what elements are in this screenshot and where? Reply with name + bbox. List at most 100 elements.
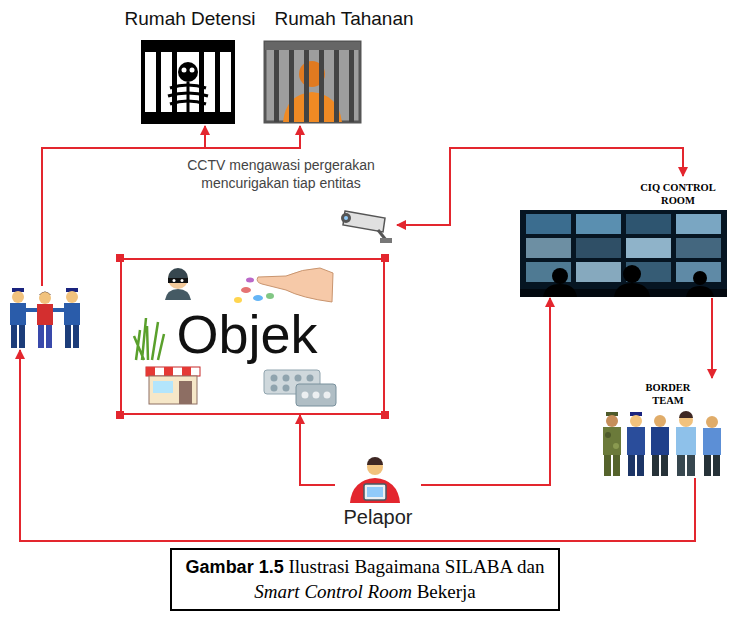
reporter-icon [350, 457, 400, 503]
flow-arrow [300, 415, 335, 485]
thief-icon [165, 289, 191, 300]
shop-icon [182, 367, 191, 376]
caption-part: Smart [254, 581, 299, 602]
shop-icon [153, 381, 173, 393]
prison-jail-icon [289, 50, 294, 122]
border-team-picture [628, 455, 635, 476]
detention-jail-icon [199, 52, 204, 112]
prison-jail-icon [319, 50, 324, 122]
hand-with-pills [266, 293, 274, 299]
border-team-picture [630, 415, 642, 427]
hand-with-pills [257, 268, 333, 302]
cctv-camera-icon [341, 213, 351, 223]
control-room-picture [693, 271, 707, 285]
control-room-picture [626, 214, 671, 234]
prison-jail-icon [304, 50, 309, 122]
detention-jail-icon [143, 42, 233, 122]
flow-arrow [397, 148, 683, 225]
border-team-node: BORDER TEAM [598, 378, 728, 478]
pill-blister-packs [271, 385, 278, 392]
control-room-picture [623, 265, 641, 283]
police-arrest-icon [11, 325, 17, 348]
node-label: Rumah Detensi [120, 8, 260, 31]
control-room-picture [520, 210, 727, 297]
border-team-picture [704, 455, 711, 476]
detention-jail-icon [172, 52, 177, 112]
police-arrest-icon [10, 303, 26, 325]
hand-with-pills [234, 297, 242, 303]
pill-blister-packs [283, 375, 290, 382]
caption-part [350, 556, 355, 577]
control-room-picture [526, 214, 571, 234]
hand-with-pills [253, 295, 263, 301]
cctv-node: CCTV mengawasi pergerakan mencurigakan t… [165, 155, 397, 247]
border-team-picture [687, 455, 695, 476]
thief-icon [173, 279, 176, 282]
pill-blister-packs [295, 375, 302, 382]
caption-part: Bagaimana [354, 556, 439, 577]
pill-blister-packs [313, 392, 320, 399]
shop-icon [149, 376, 197, 404]
reporter-icon [350, 478, 400, 503]
flow-arrow [421, 298, 550, 485]
police-node [4, 286, 86, 350]
police-arrest-icon [10, 288, 80, 348]
detention-jail-icon [143, 42, 233, 122]
jail-node: Rumah Detensi [118, 4, 262, 126]
node-label: Objek [147, 306, 347, 363]
caption-part [284, 556, 289, 577]
prison-jail-icon [349, 50, 354, 122]
grass-icon [134, 318, 164, 360]
control-room-picture [686, 286, 714, 297]
border-team-picture [654, 415, 666, 427]
border-team-picture [677, 455, 685, 476]
jail-node: Rumah Tahanan [266, 4, 422, 126]
police-arrest-icon [39, 292, 51, 304]
pill-blister-packs [296, 384, 336, 406]
caption-part: 1.5 [259, 557, 284, 577]
prison-jail-icon [265, 42, 360, 50]
node-label: Pelapor [339, 505, 417, 529]
detention-jail-icon [182, 68, 187, 73]
border-team-picture [613, 455, 620, 476]
border-team-picture [651, 427, 669, 455]
border-team-picture [604, 455, 611, 476]
caption-part [300, 581, 305, 602]
box-corner-handle [116, 254, 389, 419]
shop-icon [146, 367, 200, 376]
control-room-picture [676, 214, 721, 234]
flow-arrow [42, 126, 205, 286]
control-room-picture [576, 238, 621, 258]
detention-jail-icon [215, 52, 220, 112]
police-arrest-icon [66, 291, 78, 303]
node-label: CIQ CONTROL ROOM [633, 182, 723, 207]
control-room-picture [614, 283, 650, 297]
border-team-picture [652, 455, 659, 476]
detention-jail-icon [178, 62, 198, 82]
border-team-picture [676, 427, 696, 455]
caption-part: Control [304, 581, 362, 602]
cctv-camera-icon [344, 216, 348, 220]
connector-group [20, 126, 712, 541]
control-room-picture [626, 238, 671, 258]
border-team-picture [713, 455, 720, 476]
police-arrest-icon [53, 308, 64, 312]
node-label: CCTV mengawasi pergerakan mencurigakan t… [167, 157, 395, 192]
shop-icon [164, 367, 173, 376]
thief-icon [168, 278, 188, 283]
border-team-picture [603, 411, 721, 476]
police-arrest-icon [46, 325, 52, 348]
hand-with-pills [246, 278, 254, 283]
caption-part: Gambar [186, 557, 254, 577]
detention-jail-icon [190, 68, 195, 73]
caption-part [512, 556, 517, 577]
cctv-camera-icon [380, 238, 392, 243]
caption-part: SILABA [445, 556, 513, 577]
node-label: Rumah Tahanan [269, 8, 419, 31]
border-team-picture [706, 416, 718, 428]
shop-icon [179, 381, 192, 404]
police-arrest-icon [65, 325, 71, 348]
node-label: BORDER TEAM [631, 382, 705, 407]
